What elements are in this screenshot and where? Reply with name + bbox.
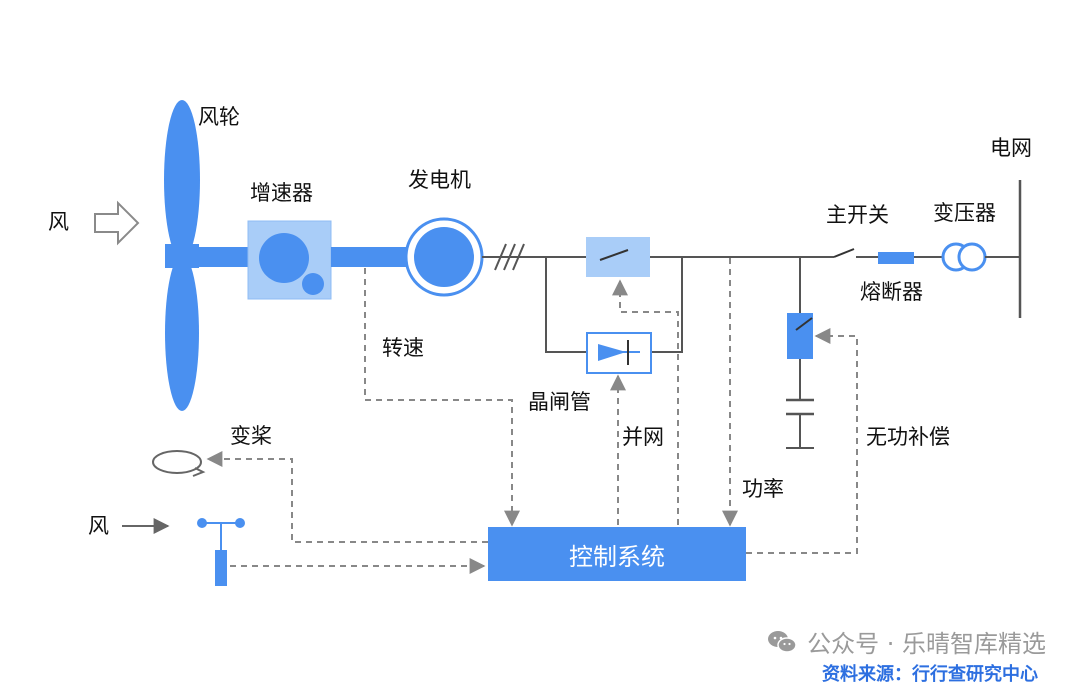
main-switch-label: 主开关	[826, 203, 889, 227]
transformer-label: 变压器	[933, 201, 996, 225]
pitch-label: 变桨	[230, 424, 272, 448]
thyristor-label: 晶闸管	[528, 390, 591, 414]
pitch-icon	[152, 450, 206, 477]
wechat-icon	[768, 630, 797, 653]
watermark-text: 公众号 · 乐晴智库精选	[807, 630, 1046, 658]
gearbox-label: 增速器	[250, 181, 313, 205]
wind-arrow-icon	[94, 200, 140, 246]
grid-connect-label: 并网	[622, 425, 664, 449]
control-system-box	[488, 527, 746, 581]
generator-shaft	[331, 247, 407, 267]
signal-lines	[206, 258, 858, 574]
transformer	[941, 242, 987, 272]
generator	[404, 217, 484, 297]
anemometer-icon	[197, 518, 245, 586]
power-label: 功率	[742, 477, 784, 501]
speed-label: 转速	[382, 336, 424, 360]
grid-label: 电网	[990, 136, 1032, 160]
rotor-blades	[164, 100, 200, 411]
fuse-label: 熔断器	[860, 280, 923, 304]
source-note: 资料来源：行行查研究中心	[822, 664, 1038, 685]
rotor-label: 风轮	[198, 105, 240, 129]
gearbox	[247, 220, 332, 300]
wind-bottom-label: 风	[88, 514, 109, 538]
main-shaft	[195, 247, 255, 267]
thyristor	[586, 332, 652, 374]
main-switch	[833, 248, 878, 258]
reactive-compensation	[786, 257, 814, 449]
generator-label: 发电机	[408, 168, 471, 192]
reactive-comp-label: 无功补偿	[866, 425, 950, 449]
fuse	[878, 252, 914, 264]
bypass-switch	[586, 237, 650, 277]
watermark: 公众号 · 乐晴智库精选	[767, 624, 1046, 659]
three-phase-marks	[494, 243, 525, 271]
wind-left-label: 风	[48, 210, 69, 234]
